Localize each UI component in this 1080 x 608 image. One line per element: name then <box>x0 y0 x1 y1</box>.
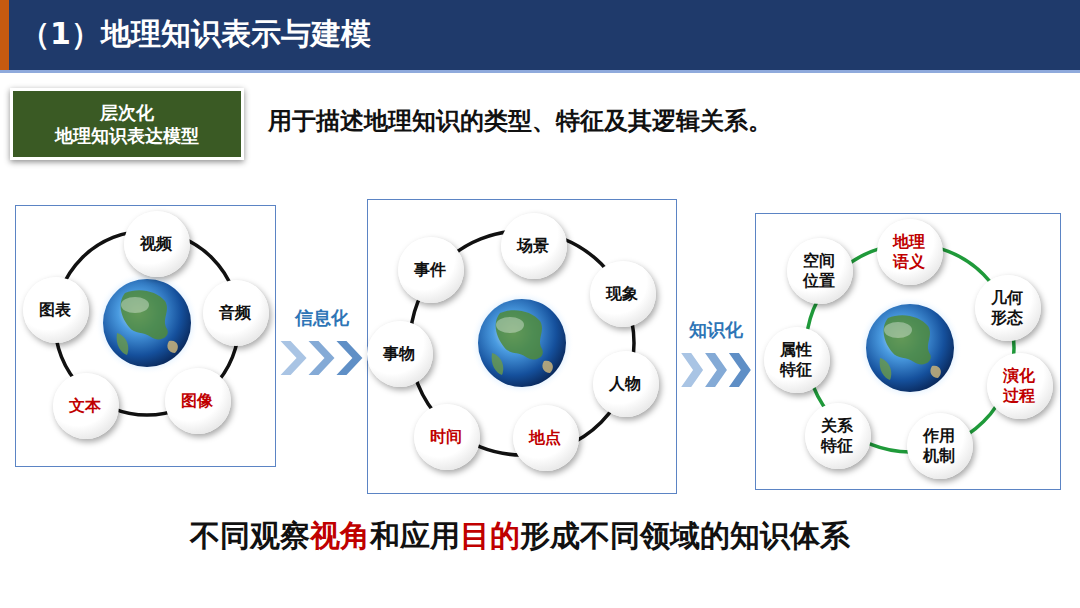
concept-label: 音频 <box>217 303 254 322</box>
concept-circle: 音频 <box>203 280 269 346</box>
concept-label: 事物 <box>381 344 418 363</box>
concept-label: 事件 <box>412 260 449 279</box>
chevron <box>729 353 751 387</box>
concept-label: 时间 <box>428 427 465 446</box>
concept-circle: 人物 <box>593 351 659 417</box>
concept-circle: 几何 形态 <box>975 275 1041 341</box>
conclusion-text: 和应用 <box>370 518 460 553</box>
stage-panel: 地理 语义几何 形态演化 过程作用 机制 关系 特征 属性 特征 空间 位置 <box>755 213 1061 490</box>
chevron <box>336 341 362 375</box>
concept-label: 地点 <box>527 428 564 447</box>
concept-label: 地理 语义 <box>891 232 928 270</box>
edge-label: 信息化 <box>295 307 349 329</box>
concept-label: 人物 <box>607 374 644 393</box>
concept-circle: 演化 过程 <box>987 353 1053 419</box>
concept-label: 现象 <box>604 284 641 303</box>
conclusion-line: 不同观察视角和应用目的形成不同领域的知识体系 <box>0 516 1040 556</box>
subtitle: 用于描述地理知识的类型、特征及其逻辑关系。 <box>268 106 772 136</box>
edge-label: 知识化 <box>689 319 743 341</box>
concept-circle: 图像 <box>165 368 231 434</box>
concept-circle: 空间 位置 <box>787 238 853 304</box>
model-label: 层次化 地理知识表达模型 <box>46 101 208 148</box>
concept-label: 演化 过程 <box>1001 366 1038 404</box>
concept-circle: 作用 机制 <box>907 413 973 479</box>
concept-label: 图像 <box>179 391 216 410</box>
concept-circle: 现象 <box>590 261 656 327</box>
concept-label: 几何 形态 <box>989 288 1026 326</box>
concept-circle: 图表 <box>23 277 89 343</box>
chevron <box>705 353 727 387</box>
concept-circle: 地理 语义 <box>877 219 943 285</box>
conclusion-text: 形成不同领域的 <box>520 518 730 553</box>
header-accent <box>0 0 9 70</box>
concept-circle: 视频 <box>124 211 190 277</box>
globe <box>470 291 574 395</box>
model-label-box: 层次化 地理知识表达模型 <box>10 88 244 160</box>
concept-label: 场景 <box>515 236 552 255</box>
header-underline <box>0 70 1080 73</box>
chevron <box>309 341 335 375</box>
concept-label: 属性 特征 <box>778 340 815 378</box>
chevron <box>281 341 307 375</box>
emphasis-text: 目的 <box>460 518 520 553</box>
concept-circle: 关系 特征 <box>805 403 871 469</box>
concept-circle: 属性 特征 <box>764 327 830 393</box>
stage-panel: 视频音频图像 文本 图表 <box>15 205 276 467</box>
chevron-arrow <box>681 353 751 387</box>
conclusion-text: 不同观察 <box>190 518 310 553</box>
stage-panel: 场景现象人物地点 时间 事物 事件 <box>367 199 677 494</box>
chevron-arrow <box>281 341 363 375</box>
chevron <box>681 353 703 387</box>
concept-circle: 文本 <box>53 373 119 439</box>
concept-label: 作用 机制 <box>921 426 958 464</box>
concept-circle: 地点 <box>513 405 579 471</box>
concept-circle: 场景 <box>501 213 567 279</box>
concept-label: 空间 位置 <box>801 251 838 289</box>
globe <box>95 271 199 375</box>
emphasis-text: 视角 <box>310 518 370 553</box>
conclusion-text: 知识体系 <box>730 518 850 553</box>
concept-circle: 时间 <box>414 404 480 470</box>
concept-label: 关系 特征 <box>819 416 856 454</box>
concept-circle: 事物 <box>367 321 433 387</box>
page-title: （1）地理知识表示与建模 <box>20 14 371 54</box>
globe <box>858 296 962 400</box>
concept-label: 文本 <box>67 396 104 415</box>
concept-circle: 事件 <box>398 237 464 303</box>
concept-label: 图表 <box>37 300 74 319</box>
concept-label: 视频 <box>138 234 175 253</box>
